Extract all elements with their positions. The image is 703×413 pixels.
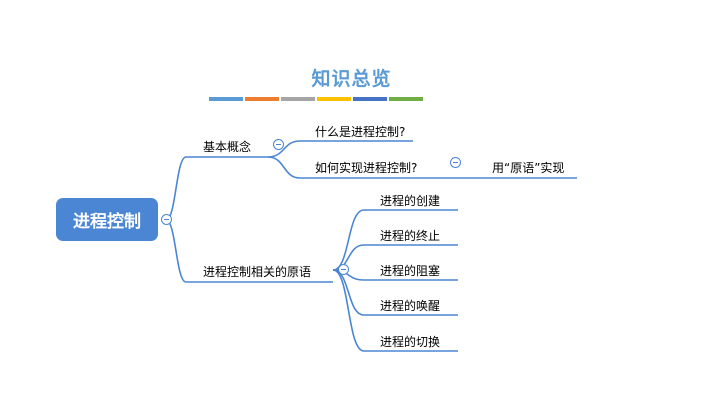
branch-basic-concept[interactable]: 基本概念 xyxy=(203,140,252,154)
title-color-bar-1 xyxy=(209,97,243,101)
node-what-is-process-control[interactable]: 什么是进程控制? xyxy=(315,125,406,139)
connector-branch2-child2 xyxy=(332,244,458,271)
title-color-bar-2 xyxy=(245,97,279,101)
title-color-bar-3 xyxy=(281,97,315,101)
connector-branch2-child5 xyxy=(332,269,458,352)
collapse-root-icon[interactable] xyxy=(161,214,172,225)
mindmap-root-node[interactable]: 进程控制 xyxy=(56,198,158,241)
connector-branch1-child2 xyxy=(267,156,445,179)
node-process-terminate[interactable]: 进程的终止 xyxy=(380,229,441,243)
node-process-create[interactable]: 进程的创建 xyxy=(380,194,441,208)
collapse-branch1-icon[interactable] xyxy=(273,139,284,150)
node-process-block[interactable]: 进程的阻塞 xyxy=(380,264,441,278)
collapse-branch2-icon[interactable] xyxy=(338,264,349,275)
title-color-bar-5 xyxy=(353,97,387,101)
title-color-bar-6 xyxy=(389,97,423,101)
page-title: 知识总览 xyxy=(311,68,392,90)
node-process-switch[interactable]: 进程的切换 xyxy=(380,335,441,349)
node-how-to-implement[interactable]: 如何实现进程控制? xyxy=(315,161,418,175)
connector-branch2-child3 xyxy=(332,269,458,281)
connector-root-branch1 xyxy=(165,156,268,221)
branch-related-primitives[interactable]: 进程控制相关的原语 xyxy=(203,265,312,279)
connector-branch1-child1 xyxy=(267,140,413,158)
collapse-child2-icon[interactable] xyxy=(450,157,461,168)
node-process-wakeup[interactable]: 进程的唤醒 xyxy=(380,299,441,313)
title-color-bar-4 xyxy=(317,97,351,101)
node-primitive-implementation[interactable]: 用“原语”实现 xyxy=(492,161,565,175)
connector-branch2-child4 xyxy=(332,269,458,316)
